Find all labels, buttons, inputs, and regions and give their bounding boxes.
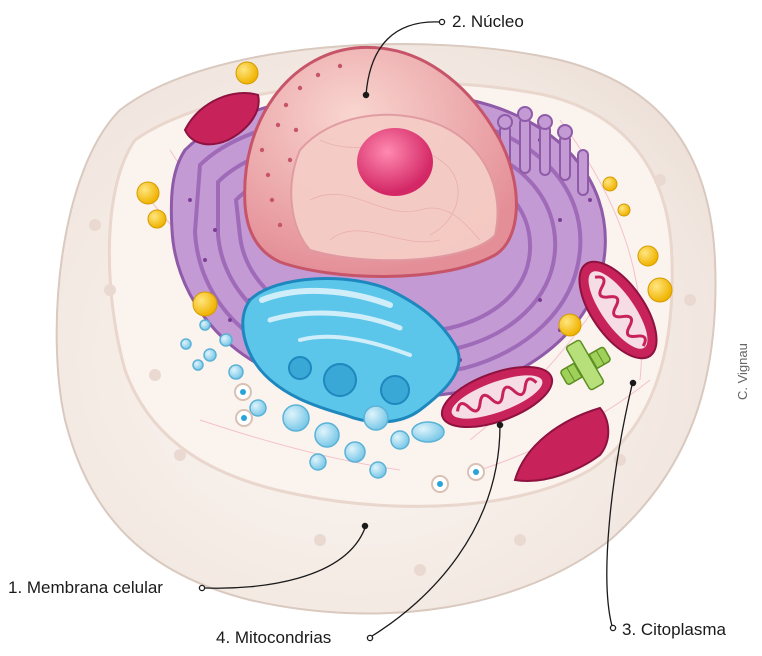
label-nucleo: 2. Núcleo <box>452 12 524 32</box>
credit-text: C. Vignau <box>735 343 750 400</box>
label-mitocondrias: 4. Mitocondrias <box>216 628 331 648</box>
label-citoplasma: 3. Citoplasma <box>622 620 726 640</box>
label-membrana-celular: 1. Membrana celular <box>8 578 163 598</box>
nucleolus <box>357 128 433 196</box>
